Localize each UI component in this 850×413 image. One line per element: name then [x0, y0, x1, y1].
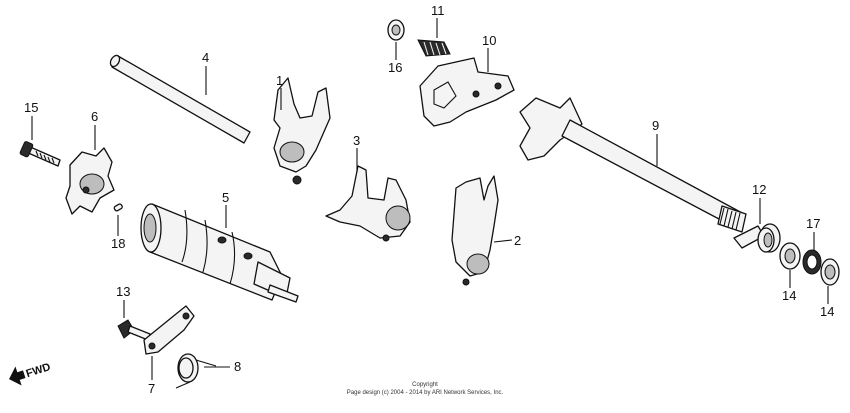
part-7-stopper-arm[interactable]: [143, 305, 195, 355]
copyright-line-1: Copyright: [412, 382, 438, 388]
callout-12: 12: [752, 182, 766, 197]
callout-7: 7: [148, 381, 155, 396]
part-8-spring[interactable]: [175, 353, 217, 389]
part-12-return-spring[interactable]: [733, 223, 781, 253]
callout-17: 17: [806, 216, 820, 231]
part-17-circlip[interactable]: [802, 249, 822, 275]
callout-2: 2: [514, 233, 521, 248]
callout-16: 16: [388, 60, 402, 75]
part-2-shift-fork[interactable]: [451, 175, 499, 286]
callout-3: 3: [353, 133, 360, 148]
part-14-washer-a[interactable]: [779, 242, 801, 270]
fwd-arrow-icon: [9, 366, 26, 386]
callout-4: 4: [202, 50, 209, 65]
callout-14b: 14: [820, 304, 834, 319]
callout-6: 6: [91, 109, 98, 124]
callout-18: 18: [111, 236, 125, 251]
part-18-pin[interactable]: [113, 203, 123, 212]
part-14-washer-b[interactable]: [820, 258, 840, 286]
fwd-label: FWD: [25, 361, 53, 380]
part-3-shift-fork[interactable]: [325, 165, 411, 242]
part-10-stopper-plate[interactable]: [419, 57, 515, 127]
part-11-spring[interactable]: [417, 39, 451, 57]
part-13-bolt[interactable]: [117, 319, 151, 341]
callout-5: 5: [222, 190, 229, 205]
callout-14a: 14: [782, 288, 796, 303]
leader-2: [493, 239, 513, 243]
part-5-shift-drum[interactable]: [140, 203, 299, 303]
part-1-shift-fork[interactable]: [273, 77, 331, 185]
part-16-washer[interactable]: [387, 19, 405, 41]
callout-11: 11: [431, 3, 445, 18]
part-4-fork-shaft[interactable]: [109, 54, 251, 144]
callout-10: 10: [482, 33, 496, 48]
callout-8: 8: [234, 359, 241, 374]
part-9-gearshift-spindle[interactable]: [519, 97, 747, 233]
copyright-line-2: Page design (c) 2004 - 2014 by ARI Netwo…: [347, 390, 504, 396]
callout-1: 1: [276, 73, 283, 88]
callout-13: 13: [116, 284, 130, 299]
part-6-drum-stopper-cam[interactable]: [65, 147, 115, 215]
callout-15: 15: [24, 100, 38, 115]
callout-9: 9: [652, 118, 659, 133]
part-15-bolt[interactable]: [19, 141, 61, 167]
